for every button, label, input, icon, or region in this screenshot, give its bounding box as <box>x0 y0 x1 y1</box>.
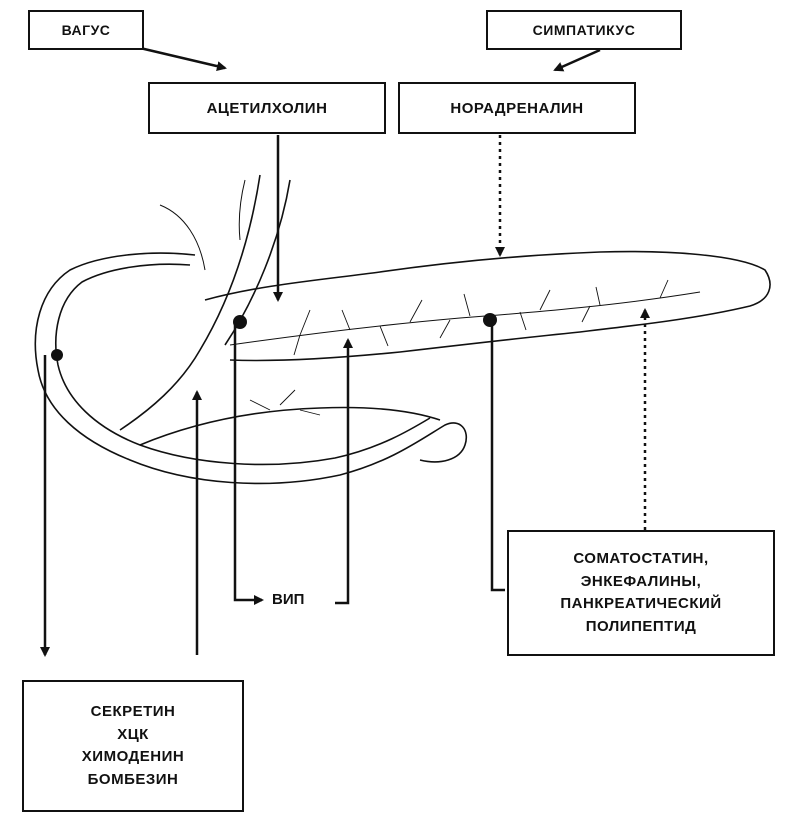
islet-cell-dot <box>483 313 497 327</box>
vip-cell-dot <box>233 315 247 329</box>
somatostatin-line-2: ЭНКЕФАЛИНЫ, <box>581 571 702 594</box>
islet-to-somatostatin-line <box>492 322 505 590</box>
sympathicus-label: СИМПАТИКУС <box>533 22 636 38</box>
somatostatin-line-4: ПОЛИПЕПТИД <box>586 616 697 639</box>
bile-duct <box>120 175 260 430</box>
cell-markers <box>51 313 497 361</box>
secretin-line-2: ХЦК <box>117 724 149 747</box>
somatostatin-line-3: ПАНКРЕАТИЧЕСКИЙ <box>560 593 721 616</box>
secretin-line-3: ХИМОДЕНИН <box>82 746 184 769</box>
secretin-box: СЕКРЕТИН ХЦК ХИМОДЕНИН БОМБЕЗИН <box>22 680 244 812</box>
small-ducts <box>250 280 668 415</box>
vip-return-line <box>335 340 348 603</box>
vip-label: ВИП <box>272 591 304 608</box>
vip-outflow-line <box>235 322 262 600</box>
pancreas-illustration <box>35 175 770 483</box>
pancreas-body-outline <box>205 252 770 361</box>
left-cell-dot <box>51 349 63 361</box>
somatostatin-box: СОМАТОСТАТИН, ЭНКЕФАЛИНЫ, ПАНКРЕАТИЧЕСКИ… <box>507 530 775 656</box>
sympathicus-to-noradrenaline-arrow <box>555 50 600 70</box>
pancreas-head-outline <box>35 253 466 483</box>
vagus-label: ВАГУС <box>62 22 111 38</box>
somatostatin-line-1: СОМАТОСТАТИН, <box>573 548 708 571</box>
main-pancreatic-duct <box>230 292 700 345</box>
noradrenaline-box: НОРАДРЕНАЛИН <box>398 82 636 134</box>
acetylcholine-box: АЦЕТИЛХОЛИН <box>148 82 386 134</box>
vagus-box: ВАГУС <box>28 10 144 50</box>
noradrenaline-label: НОРАДРЕНАЛИН <box>450 100 583 117</box>
duodenum-lower-loop <box>140 408 440 446</box>
duodenum-inner-outline <box>56 264 430 464</box>
secretin-line-1: СЕКРЕТИН <box>91 701 176 724</box>
secretin-line-4: БОМБЕЗИН <box>88 769 179 792</box>
vagus-to-acetylcholine-arrow <box>140 48 225 68</box>
vessel-branch <box>160 180 245 270</box>
sympathicus-box: СИМПАТИКУС <box>486 10 682 50</box>
acetylcholine-label: АЦЕТИЛХОЛИН <box>207 100 328 117</box>
